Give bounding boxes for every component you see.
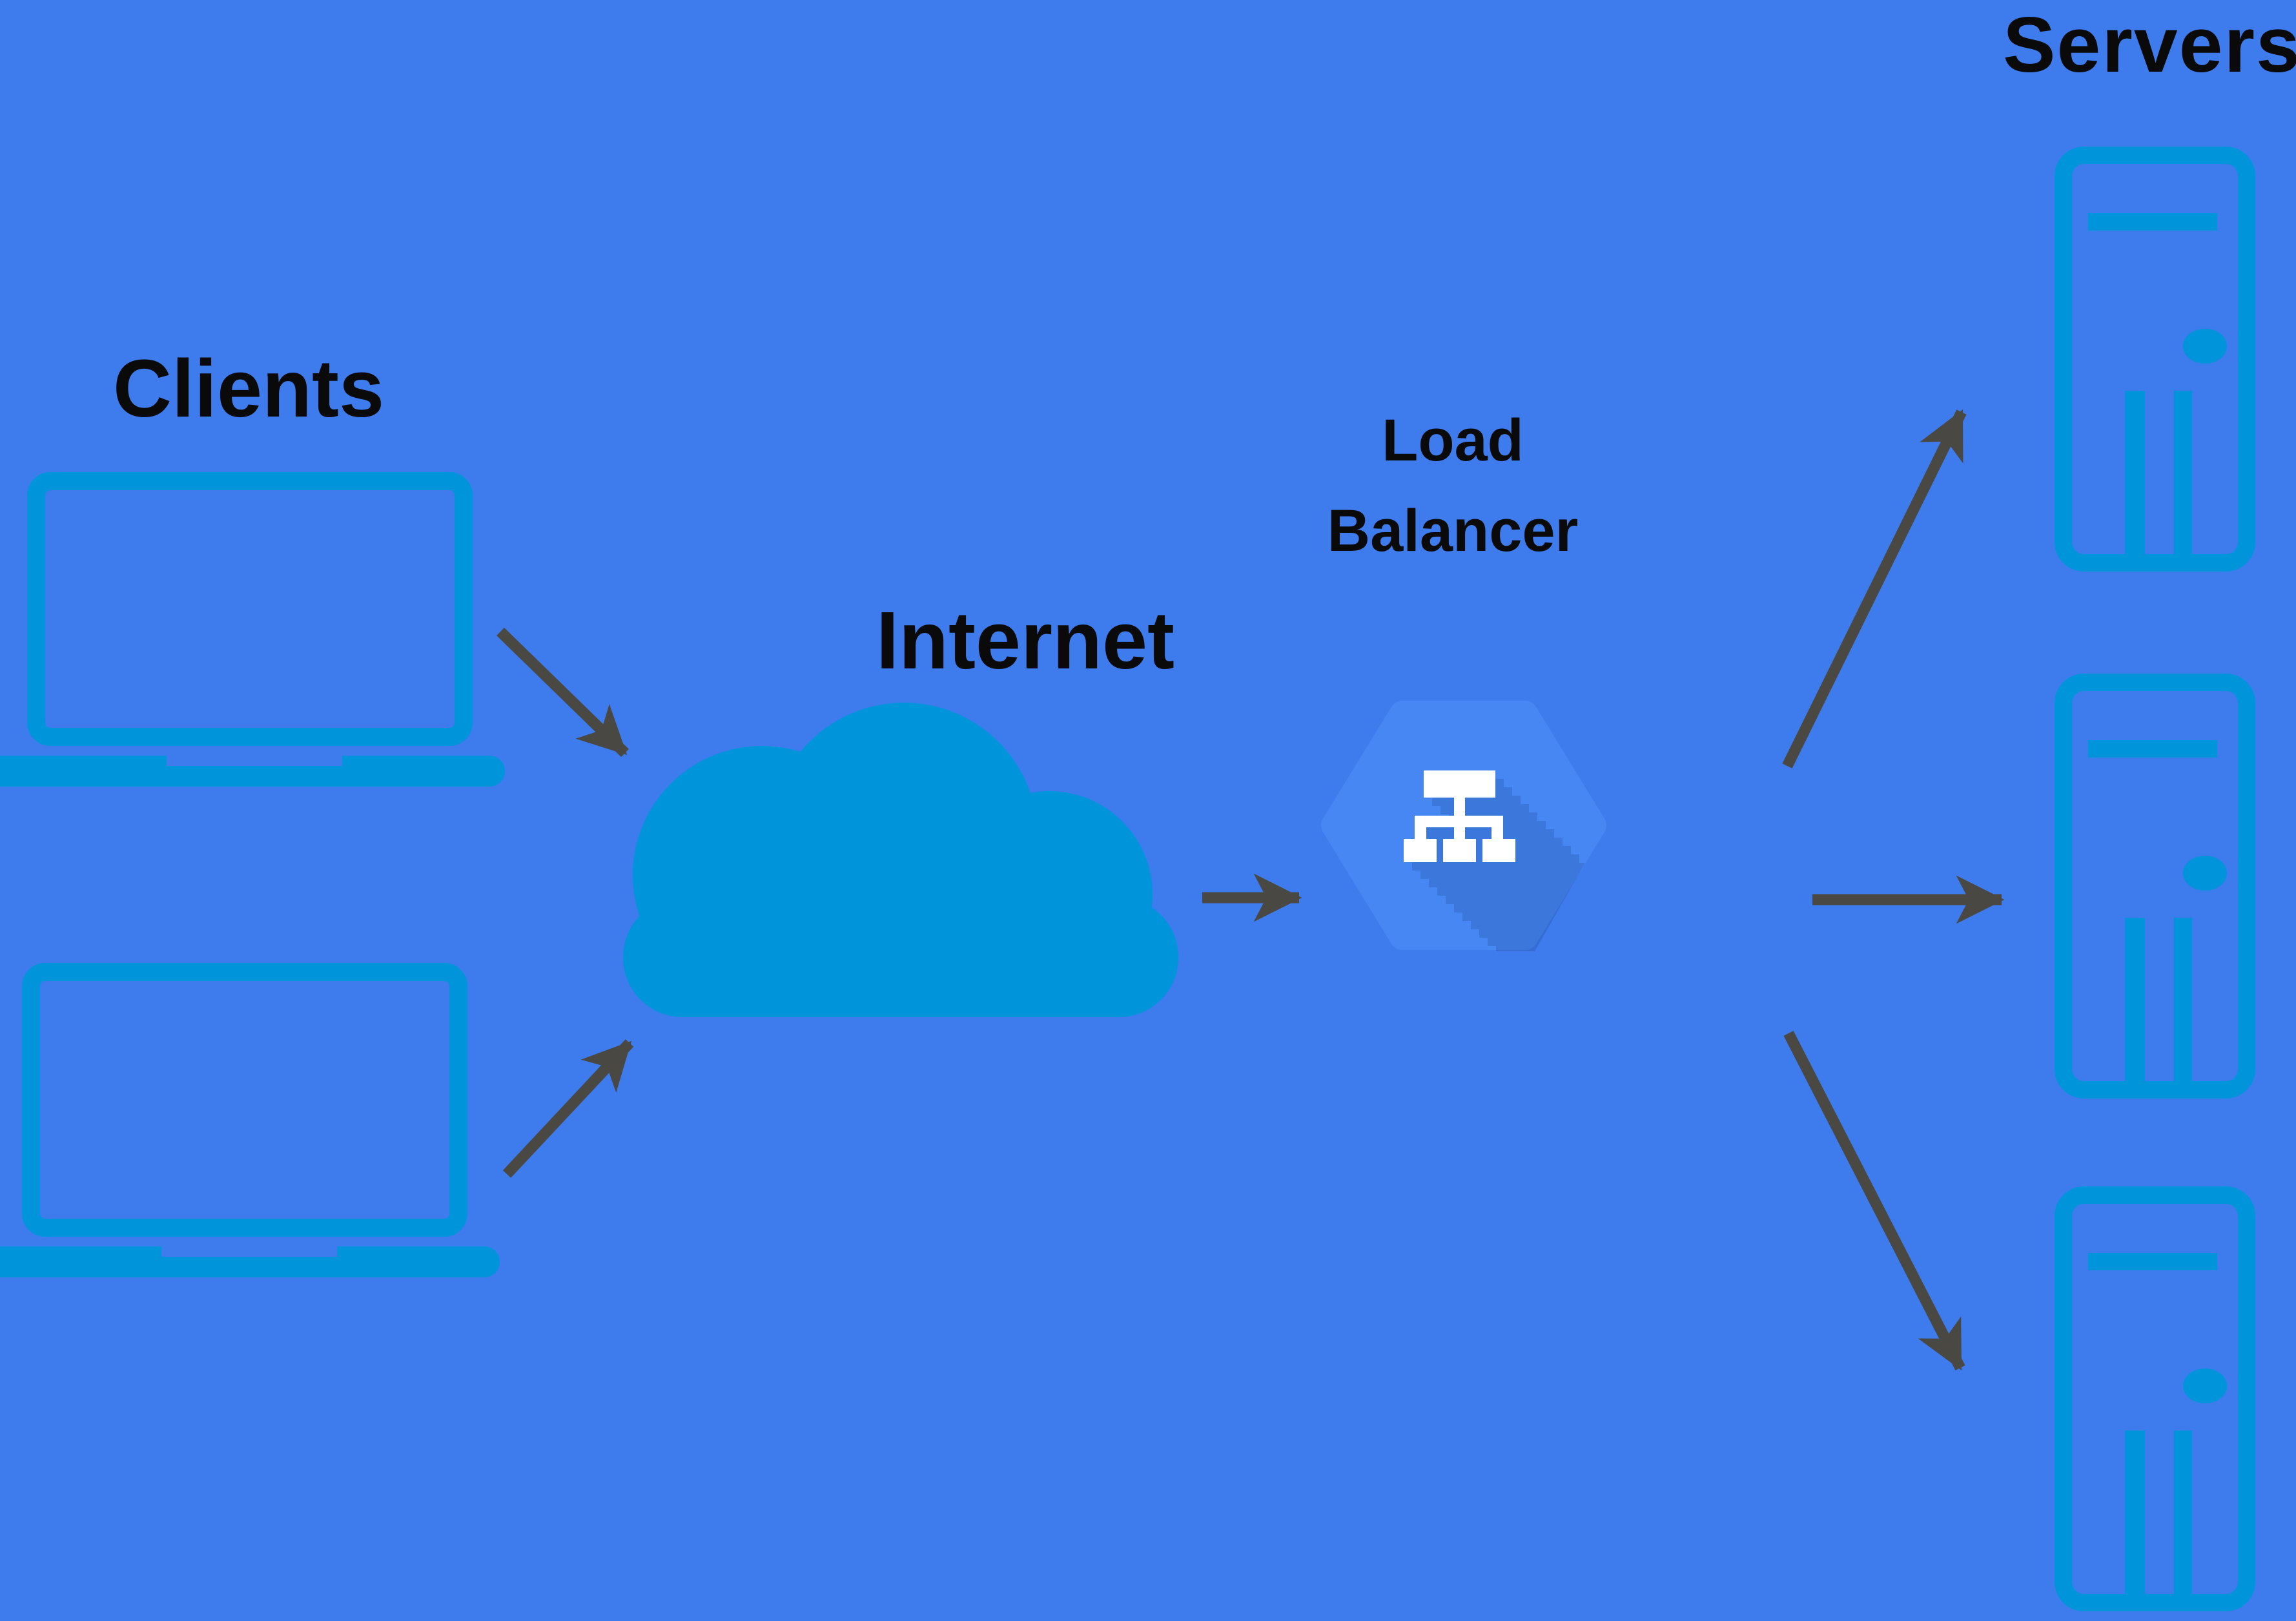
clients-label: Clients — [112, 342, 385, 434]
hexagon-long-shadow — [1412, 779, 1606, 951]
internet-cloud-icon — [623, 703, 1178, 1017]
load-balancer-label-line2: Balancer — [1327, 498, 1579, 564]
load-balancer-label-line1: Load — [1382, 408, 1524, 473]
internet-label: Internet — [876, 594, 1175, 686]
arrow-client1-internet — [497, 627, 629, 758]
load-balancer-label: Load Balancer — [1327, 395, 1579, 576]
server-tower-icon — [2064, 683, 2247, 1091]
servers-label: Servers — [2003, 0, 2296, 88]
connector-arrows — [497, 409, 2005, 1370]
arrow-loadbalancer-server1 — [1782, 409, 1967, 769]
server-tower-icon — [2064, 156, 2247, 564]
load-balancer-hexagon-icon — [1321, 701, 1606, 951]
client-laptop-icon — [0, 972, 500, 1277]
server-tower-icon — [2064, 1195, 2247, 1604]
client-laptop-icon — [0, 481, 505, 787]
arrow-loadbalancer-server3 — [1783, 1031, 1965, 1370]
arrow-client2-internet — [502, 1039, 634, 1178]
